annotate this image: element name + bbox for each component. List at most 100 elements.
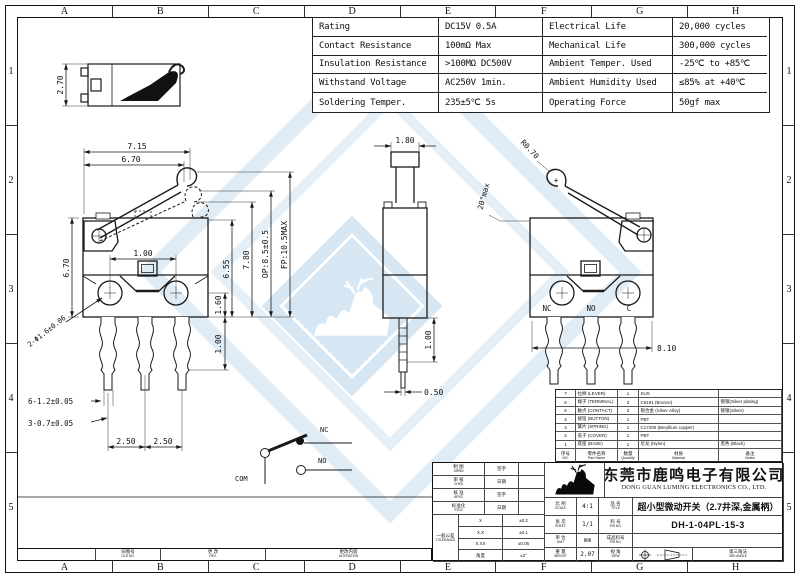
tolerance-range: X.X bbox=[459, 526, 503, 539]
circuit-diagram bbox=[260, 433, 352, 484]
dim-label: 1.00 bbox=[424, 330, 433, 349]
field-standardized: 标准化 STDZ bbox=[433, 502, 485, 515]
bom-material: 尼龙 (Nylon) bbox=[639, 440, 719, 450]
grid-letter: D bbox=[305, 561, 401, 573]
tolerance-range: 角度 bbox=[459, 550, 503, 562]
company-name-en: DONG GUAN LUMING ELECTRONICS CO., LTD. bbox=[621, 483, 767, 491]
title-block: 制 图 DRWN 签字 审 核 CHKD 日期 核 准 APVD 签字 标准化 … bbox=[432, 462, 784, 562]
grid-number: 3 bbox=[5, 235, 17, 344]
pin-label-no: NO bbox=[586, 304, 596, 313]
front-view bbox=[82, 167, 209, 391]
bom-material: C5191 (Bronze) bbox=[639, 398, 719, 407]
grid-letter: H bbox=[731, 561, 740, 573]
bom-header-no: 序号 NO. bbox=[556, 449, 576, 463]
revision-old-no-cn: 旧图号 bbox=[121, 549, 135, 555]
company-name: 东莞市鹿鸣电子有限公司 DONG GUAN LUMING ELECTRONICS… bbox=[605, 463, 784, 498]
field-standardized-en: STDZ bbox=[454, 507, 463, 512]
field-model-en: P/N NO. bbox=[609, 540, 622, 545]
pin-label-c: C bbox=[627, 304, 632, 313]
tolerance-label: 一般公差 TOLERANCE bbox=[433, 515, 459, 562]
dim-label: 2.70 bbox=[56, 75, 65, 94]
tolerance-range: X.XX bbox=[459, 538, 503, 551]
field-view-cn: 视 角 bbox=[610, 549, 621, 555]
bom-name: 端子 (TERMINAL) bbox=[576, 398, 618, 407]
bom-no: 5 bbox=[556, 406, 576, 416]
company-name-cn: 东莞市鹿鸣电子有限公司 bbox=[605, 468, 784, 485]
bom-qty: 3 bbox=[618, 398, 639, 407]
grid-letter: F bbox=[496, 561, 593, 573]
sheet-value: 1/1 bbox=[577, 516, 599, 534]
revision-alteration: 更改内容 ALTERATION bbox=[266, 549, 431, 560]
revision-rev-en: REV. bbox=[209, 554, 217, 559]
spec-value: 300,000 cycles bbox=[673, 37, 767, 56]
grid-letter: B bbox=[113, 5, 209, 17]
dim-label: 0.50 bbox=[424, 388, 443, 397]
field-sign-value bbox=[519, 463, 545, 476]
grid-number: 5 bbox=[786, 501, 792, 513]
revision-strip: 旧图号 OLD NO. 更 改 REV. 更改内容 ALTERATION bbox=[17, 548, 432, 561]
spec-key: Soldering Temper. bbox=[313, 93, 439, 112]
grid-number: 5 bbox=[8, 501, 14, 513]
dim-label: 8.10 bbox=[657, 344, 676, 353]
product-title: 超小型微动开关（2.7井深,金属柄） bbox=[633, 498, 784, 516]
field-date: 日期 bbox=[485, 476, 519, 489]
grid-number: 1 bbox=[783, 17, 795, 126]
field-unit-cn: 单 位 bbox=[555, 535, 566, 541]
grid-band-top: A B C D E F G H bbox=[17, 5, 783, 17]
unit-value: mm bbox=[577, 534, 599, 548]
bom-notes: 镀银(Silver plating) bbox=[719, 398, 782, 407]
field-drawn-en: DRWN bbox=[453, 468, 464, 473]
field-projection-en: 3RD ANGLE bbox=[729, 554, 747, 559]
dim-label: OP:8.5±0.5 bbox=[261, 230, 270, 278]
tolerance-range: X bbox=[459, 515, 503, 527]
bom-notes bbox=[719, 390, 782, 399]
tolerance-value: ±0.05 bbox=[503, 538, 545, 551]
dim-label: 2.50 bbox=[153, 437, 172, 446]
field-weight-en: WEIGHT bbox=[554, 554, 567, 559]
revision-rev-cn: 更 改 bbox=[207, 549, 219, 555]
field-approved: 核 准 APVD bbox=[433, 489, 485, 502]
bom-material: SUS bbox=[639, 390, 719, 399]
field-approved-en: APVD bbox=[454, 494, 463, 499]
grid-band-right: 1 2 3 4 5 bbox=[783, 17, 795, 561]
spec-value: 100mΩ Max bbox=[439, 36, 543, 56]
bom-notes bbox=[719, 432, 782, 441]
dim-label: 1.00 bbox=[214, 334, 223, 353]
tolerance-value: ±0.1 bbox=[503, 526, 545, 539]
company-logo bbox=[545, 463, 605, 498]
dim-label: 6-1.2±0.05 bbox=[28, 397, 73, 406]
grid-letter: F bbox=[496, 5, 593, 17]
field-unit: 单 位 UNIT bbox=[545, 534, 577, 548]
grid-number: 4 bbox=[5, 344, 17, 453]
bom-name: 底座 (BASE) bbox=[576, 440, 618, 450]
field-weight-cn: 重 量 bbox=[555, 549, 566, 555]
lever-side-view bbox=[62, 63, 185, 107]
bom-material: 银合金 (Silver Alloy) bbox=[639, 406, 719, 416]
bom-no: 7 bbox=[556, 390, 576, 399]
model-value bbox=[633, 534, 784, 548]
field-title-en: TITLE bbox=[611, 506, 620, 511]
dim-label: 6.55 bbox=[222, 259, 231, 278]
spec-value: 50gf max bbox=[679, 97, 720, 108]
revision-rev: 更 改 REV. bbox=[161, 549, 266, 560]
tolerance-label-en: TOLERANCE bbox=[435, 537, 456, 542]
field-standardized-cn: 标准化 bbox=[451, 502, 466, 508]
spec-key: Rating bbox=[313, 18, 439, 37]
spec-value: ≤85% at +40℃ bbox=[673, 74, 767, 94]
field-view: 视 角 VIEW bbox=[599, 548, 633, 562]
bom-qty: 1 bbox=[618, 415, 639, 424]
field-date2: 日期 bbox=[485, 502, 519, 515]
dim-label: + bbox=[554, 176, 559, 185]
grid-letter: D bbox=[305, 5, 401, 17]
dim-label: 6.70 bbox=[121, 155, 140, 164]
spec-value: DC15V 0.5A bbox=[439, 18, 543, 37]
bom-header-notes: 备注 Notes bbox=[719, 449, 782, 463]
bom-material: C17200 (Beryllium copper) bbox=[639, 423, 719, 433]
spec-key: Mechanical Life bbox=[543, 36, 673, 56]
bom-name: 簧片 (SPRING) bbox=[576, 423, 618, 433]
spec-key: Ambient Temper. Used bbox=[543, 55, 673, 75]
bom-name: 拉柄 (LEVER) bbox=[576, 390, 618, 399]
bom-header-name-en: Part Name bbox=[587, 455, 606, 460]
grid-band-left: 1 2 3 4 5 bbox=[5, 17, 17, 561]
